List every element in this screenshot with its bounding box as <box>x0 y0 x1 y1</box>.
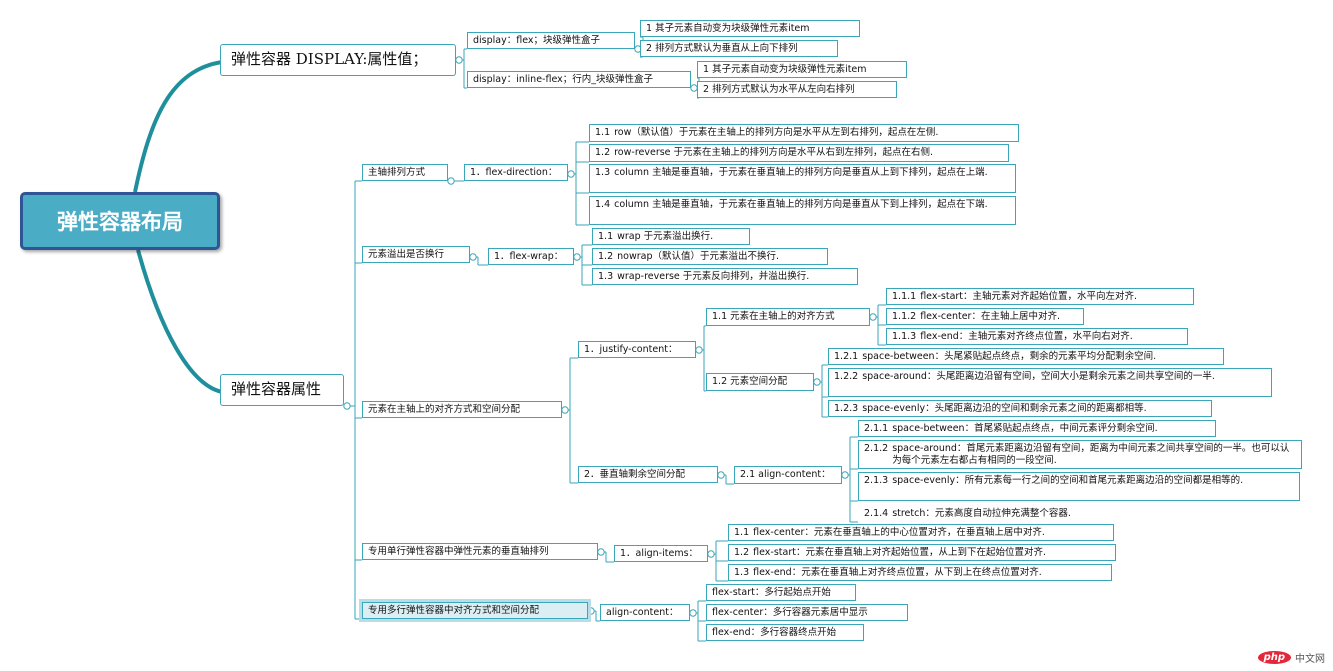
align-space-node[interactable]: 元素在主轴上的对齐方式和空间分配 <box>362 401 562 418</box>
collapse-toggle[interactable] <box>597 548 605 556</box>
display-flex-item[interactable]: 2 排列方式默认为垂直从上向下排列 <box>640 40 838 57</box>
display-branch[interactable]: 弹性容器 DISPLAY:属性值； <box>220 44 456 76</box>
align-items-node[interactable]: 1．align-items： <box>614 545 708 562</box>
display-inline-flex-node[interactable]: display：inline-flex；行内_块级弹性盒子 <box>467 71 691 88</box>
watermark-text: 中文网 <box>1295 654 1325 665</box>
display-branch-label: 弹性容器 DISPLAY:属性值； <box>231 50 428 68</box>
cross-axis-node[interactable]: 2．垂直轴剩余空间分配 <box>578 466 718 483</box>
flex-direction-node[interactable]: 1．flex-direction： <box>464 164 568 181</box>
multi-line-node[interactable]: 专用多行弹性容器中对齐方式和空间分配 <box>362 602 588 619</box>
justify-space-node[interactable]: 1.2 元素空间分配 <box>706 373 814 391</box>
collapse-toggle[interactable] <box>455 56 463 64</box>
align-content-node[interactable]: 2.1 align-content： <box>734 466 842 484</box>
multi-align-content-item[interactable]: flex-center：多行容器元素居中显示 <box>706 604 908 621</box>
display-flex-item[interactable]: 1 其子元素自动变为块级弹性元素item <box>640 20 860 37</box>
root-topic[interactable]: 弹性容器布局 <box>20 192 220 250</box>
collapse-toggle[interactable] <box>841 471 849 479</box>
collapse-toggle[interactable] <box>573 253 581 261</box>
flex-wrap-node[interactable]: 1．flex-wrap： <box>488 248 574 265</box>
display-flex-node[interactable]: display：flex；块级弹性盒子 <box>467 32 635 49</box>
watermark: php 中文网 <box>1257 650 1325 665</box>
collapse-toggle[interactable] <box>717 471 725 479</box>
multi-align-content-node[interactable]: align-content： <box>600 604 690 621</box>
props-branch[interactable]: 弹性容器属性 <box>220 374 344 406</box>
props-branch-label: 弹性容器属性 <box>231 380 322 398</box>
multi-align-content-item[interactable]: flex-end：多行容器终点开始 <box>706 624 864 641</box>
display-inline-flex-item[interactable]: 1 其子元素自动变为块级弹性元素item <box>697 61 907 78</box>
php-logo-icon: php <box>1257 651 1291 664</box>
display-inline-flex-item[interactable]: 2 排列方式默认为水平从左向右排列 <box>697 81 897 98</box>
root-branch-curve <box>133 60 223 193</box>
collapse-toggle[interactable] <box>343 402 351 410</box>
collapse-toggle[interactable] <box>469 253 477 261</box>
collapse-toggle[interactable] <box>869 313 877 321</box>
root-topic-label: 弹性容器布局 <box>57 210 183 234</box>
collapse-toggle[interactable] <box>707 550 715 558</box>
collapse-toggle[interactable] <box>561 406 569 414</box>
multi-align-content-item[interactable]: flex-start：多行起始点开始 <box>706 584 856 601</box>
collapse-toggle[interactable] <box>587 607 595 615</box>
justify-content-node[interactable]: 1．justify-content： <box>578 341 696 358</box>
justify-align-node[interactable]: 1.1 元素在主轴上的对齐方式 <box>706 308 870 326</box>
collapse-toggle[interactable] <box>695 346 703 354</box>
main-axis-dir-node[interactable]: 主轴排列方式 <box>362 164 448 181</box>
root-branch-curve <box>136 249 223 394</box>
wrap-node[interactable]: 元素溢出是否换行 <box>362 246 470 263</box>
single-line-node[interactable]: 专用单行弹性容器中弹性元素的垂直轴排列 <box>362 543 598 560</box>
collapse-toggle[interactable] <box>689 609 697 617</box>
collapse-toggle[interactable] <box>567 170 575 178</box>
collapse-toggle[interactable] <box>447 177 455 185</box>
collapse-toggle[interactable] <box>813 378 821 386</box>
